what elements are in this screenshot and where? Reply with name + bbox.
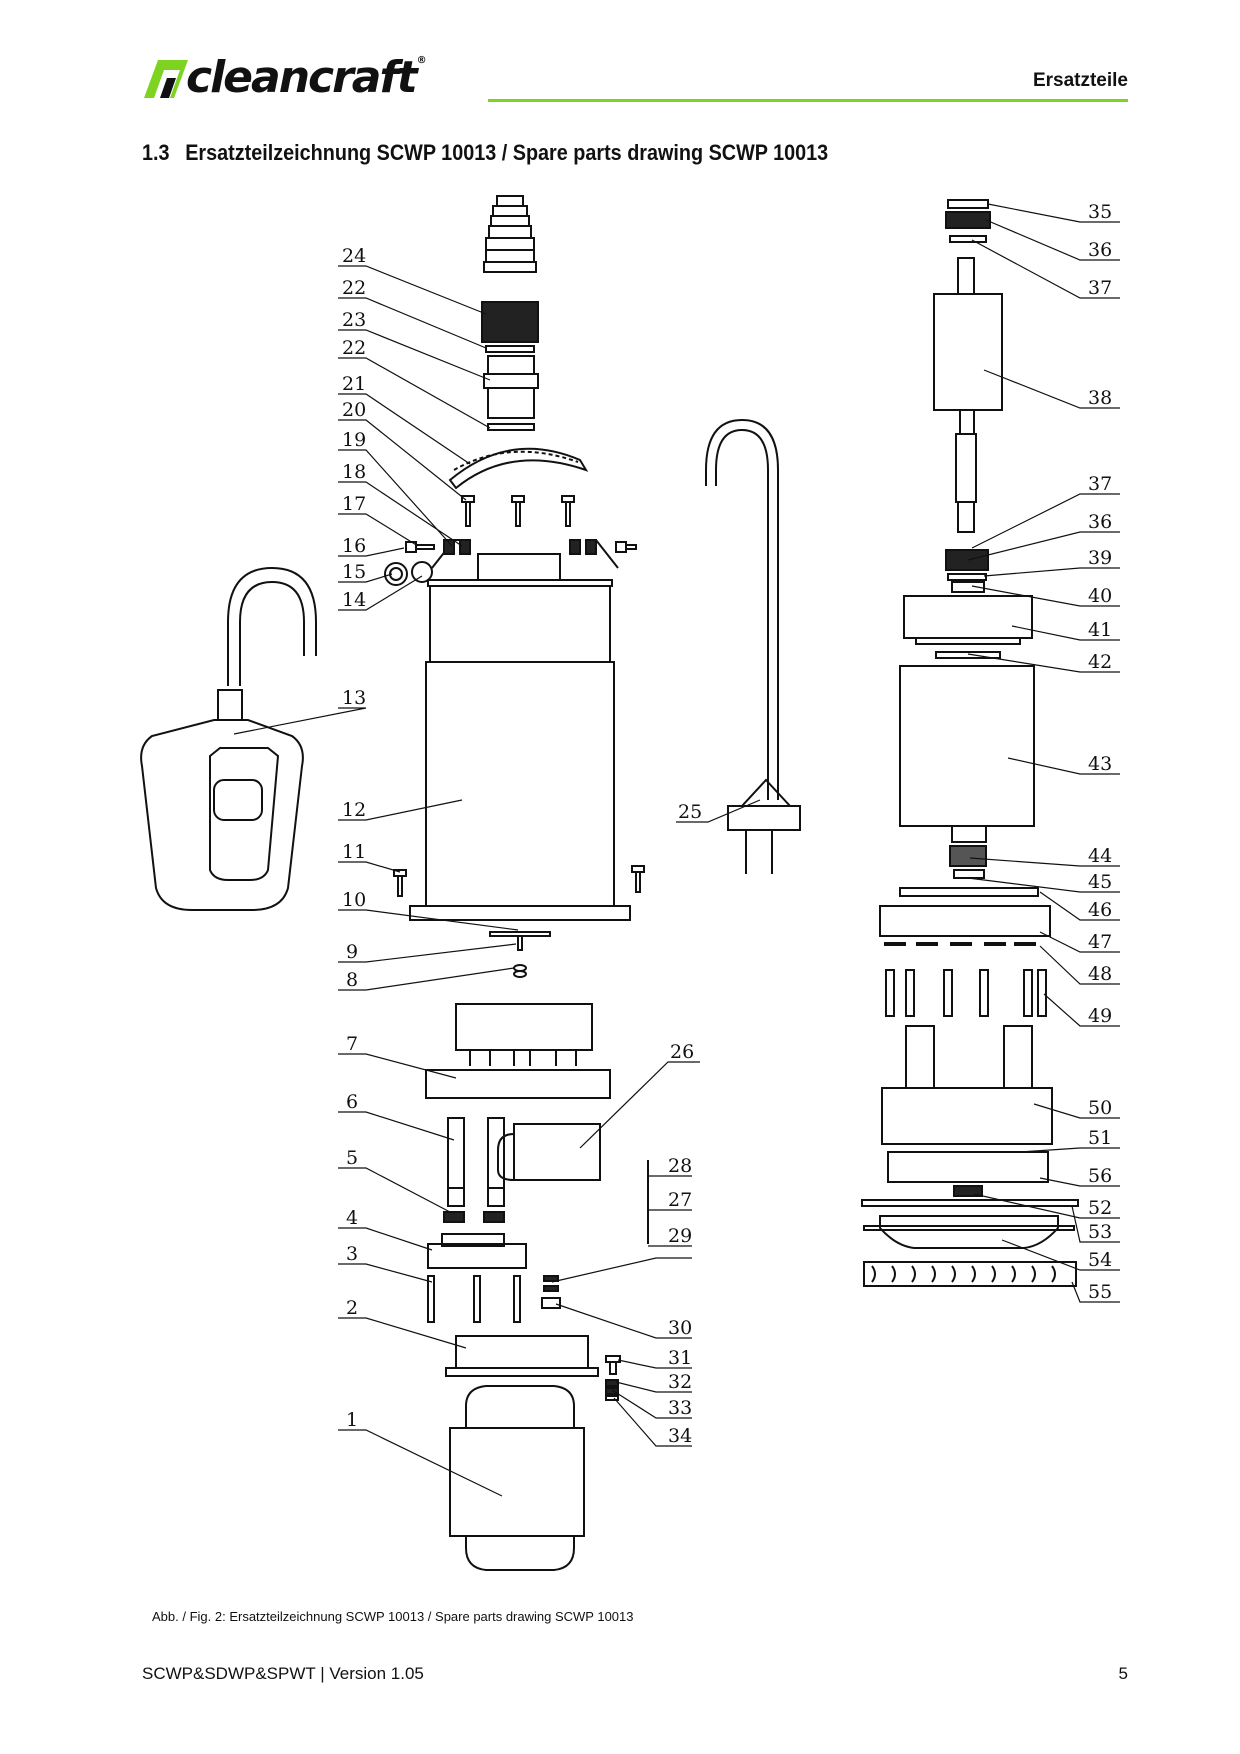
part-label: 37 bbox=[1088, 277, 1112, 299]
part-label: 35 bbox=[1088, 201, 1112, 223]
part-label: 51 bbox=[1088, 1127, 1112, 1149]
part-label: 44 bbox=[1088, 845, 1112, 867]
part-label: 9 bbox=[346, 941, 358, 963]
part-label: 47 bbox=[1088, 931, 1112, 953]
part-label: 1 bbox=[346, 1409, 358, 1431]
part-label: 3 bbox=[346, 1243, 358, 1265]
part-label: 10 bbox=[342, 889, 366, 911]
part-label: 33 bbox=[668, 1397, 692, 1419]
part-label: 49 bbox=[1088, 1005, 1112, 1027]
part-label: 45 bbox=[1088, 871, 1112, 893]
part-label: 31 bbox=[668, 1347, 692, 1369]
part-label: 25 bbox=[678, 801, 702, 823]
part-label: 22 bbox=[342, 337, 366, 359]
part-label: 14 bbox=[342, 589, 366, 611]
part-label: 5 bbox=[346, 1147, 358, 1169]
part-label: 19 bbox=[342, 429, 366, 451]
page-number: 5 bbox=[1118, 1664, 1128, 1683]
part-label: 18 bbox=[342, 461, 366, 483]
part-label: 43 bbox=[1088, 753, 1112, 775]
part-label: 53 bbox=[1088, 1221, 1112, 1243]
part-label: 27 bbox=[668, 1189, 692, 1211]
part-label: 38 bbox=[1088, 387, 1112, 409]
part-label: 46 bbox=[1088, 899, 1112, 921]
part-label: 24 bbox=[342, 245, 366, 267]
part-label: 21 bbox=[342, 373, 366, 395]
part-label: 29 bbox=[668, 1225, 692, 1247]
part-label: 13 bbox=[342, 687, 366, 709]
part-label: 26 bbox=[670, 1041, 694, 1063]
section-title: Ersatzteile bbox=[1032, 70, 1128, 91]
part-label: 15 bbox=[342, 561, 366, 583]
part-label: 11 bbox=[342, 841, 366, 863]
footer-document-version: SCWP&SDWP&SPWT | Version 1.05 bbox=[142, 1664, 424, 1683]
part-label: 20 bbox=[342, 399, 366, 421]
part-label: 50 bbox=[1088, 1097, 1112, 1119]
part-label: 55 bbox=[1088, 1281, 1112, 1303]
part-label: 39 bbox=[1088, 547, 1112, 569]
part-label: 52 bbox=[1088, 1197, 1112, 1219]
brand-logo-icon bbox=[144, 60, 188, 98]
part-label: 30 bbox=[668, 1317, 692, 1339]
part-label: 4 bbox=[346, 1207, 358, 1229]
part-label: 7 bbox=[346, 1033, 358, 1055]
brand-name: cleancraft® bbox=[186, 52, 427, 103]
brand-logo: cleancraft® bbox=[140, 52, 427, 104]
part-label: 36 bbox=[1088, 511, 1112, 533]
part-label: 36 bbox=[1088, 239, 1112, 261]
part-label: 17 bbox=[342, 493, 366, 515]
section-number: 1.3 bbox=[142, 140, 170, 165]
part-label: 16 bbox=[342, 535, 366, 557]
figure-caption: Abb. / Fig. 2: Ersatzteilzeichnung SCWP … bbox=[152, 1609, 634, 1624]
part-label: 2 bbox=[346, 1297, 358, 1319]
part-label: 22 bbox=[342, 277, 366, 299]
part-label: 41 bbox=[1088, 619, 1112, 641]
part-label: 12 bbox=[342, 799, 366, 821]
part-label: 6 bbox=[346, 1091, 358, 1113]
part-label: 40 bbox=[1088, 585, 1112, 607]
part-label: 42 bbox=[1088, 651, 1112, 673]
page-title: 1.3 Ersatzteilzeichnung SCWP 10013 / Spar… bbox=[142, 140, 828, 166]
part-label: 23 bbox=[342, 309, 366, 331]
part-label: 56 bbox=[1088, 1165, 1112, 1187]
title-text: Ersatzteilzeichnung SCWP 10013 / Spare p… bbox=[185, 140, 829, 165]
part-label: 48 bbox=[1088, 963, 1112, 985]
part-label: 28 bbox=[668, 1155, 692, 1177]
part-label: 37 bbox=[1088, 473, 1112, 495]
part-label: 54 bbox=[1088, 1249, 1112, 1271]
part-label: 34 bbox=[668, 1425, 692, 1447]
part-label: 32 bbox=[668, 1371, 692, 1393]
part-label: 8 bbox=[346, 969, 358, 991]
header-rule bbox=[488, 99, 1128, 102]
